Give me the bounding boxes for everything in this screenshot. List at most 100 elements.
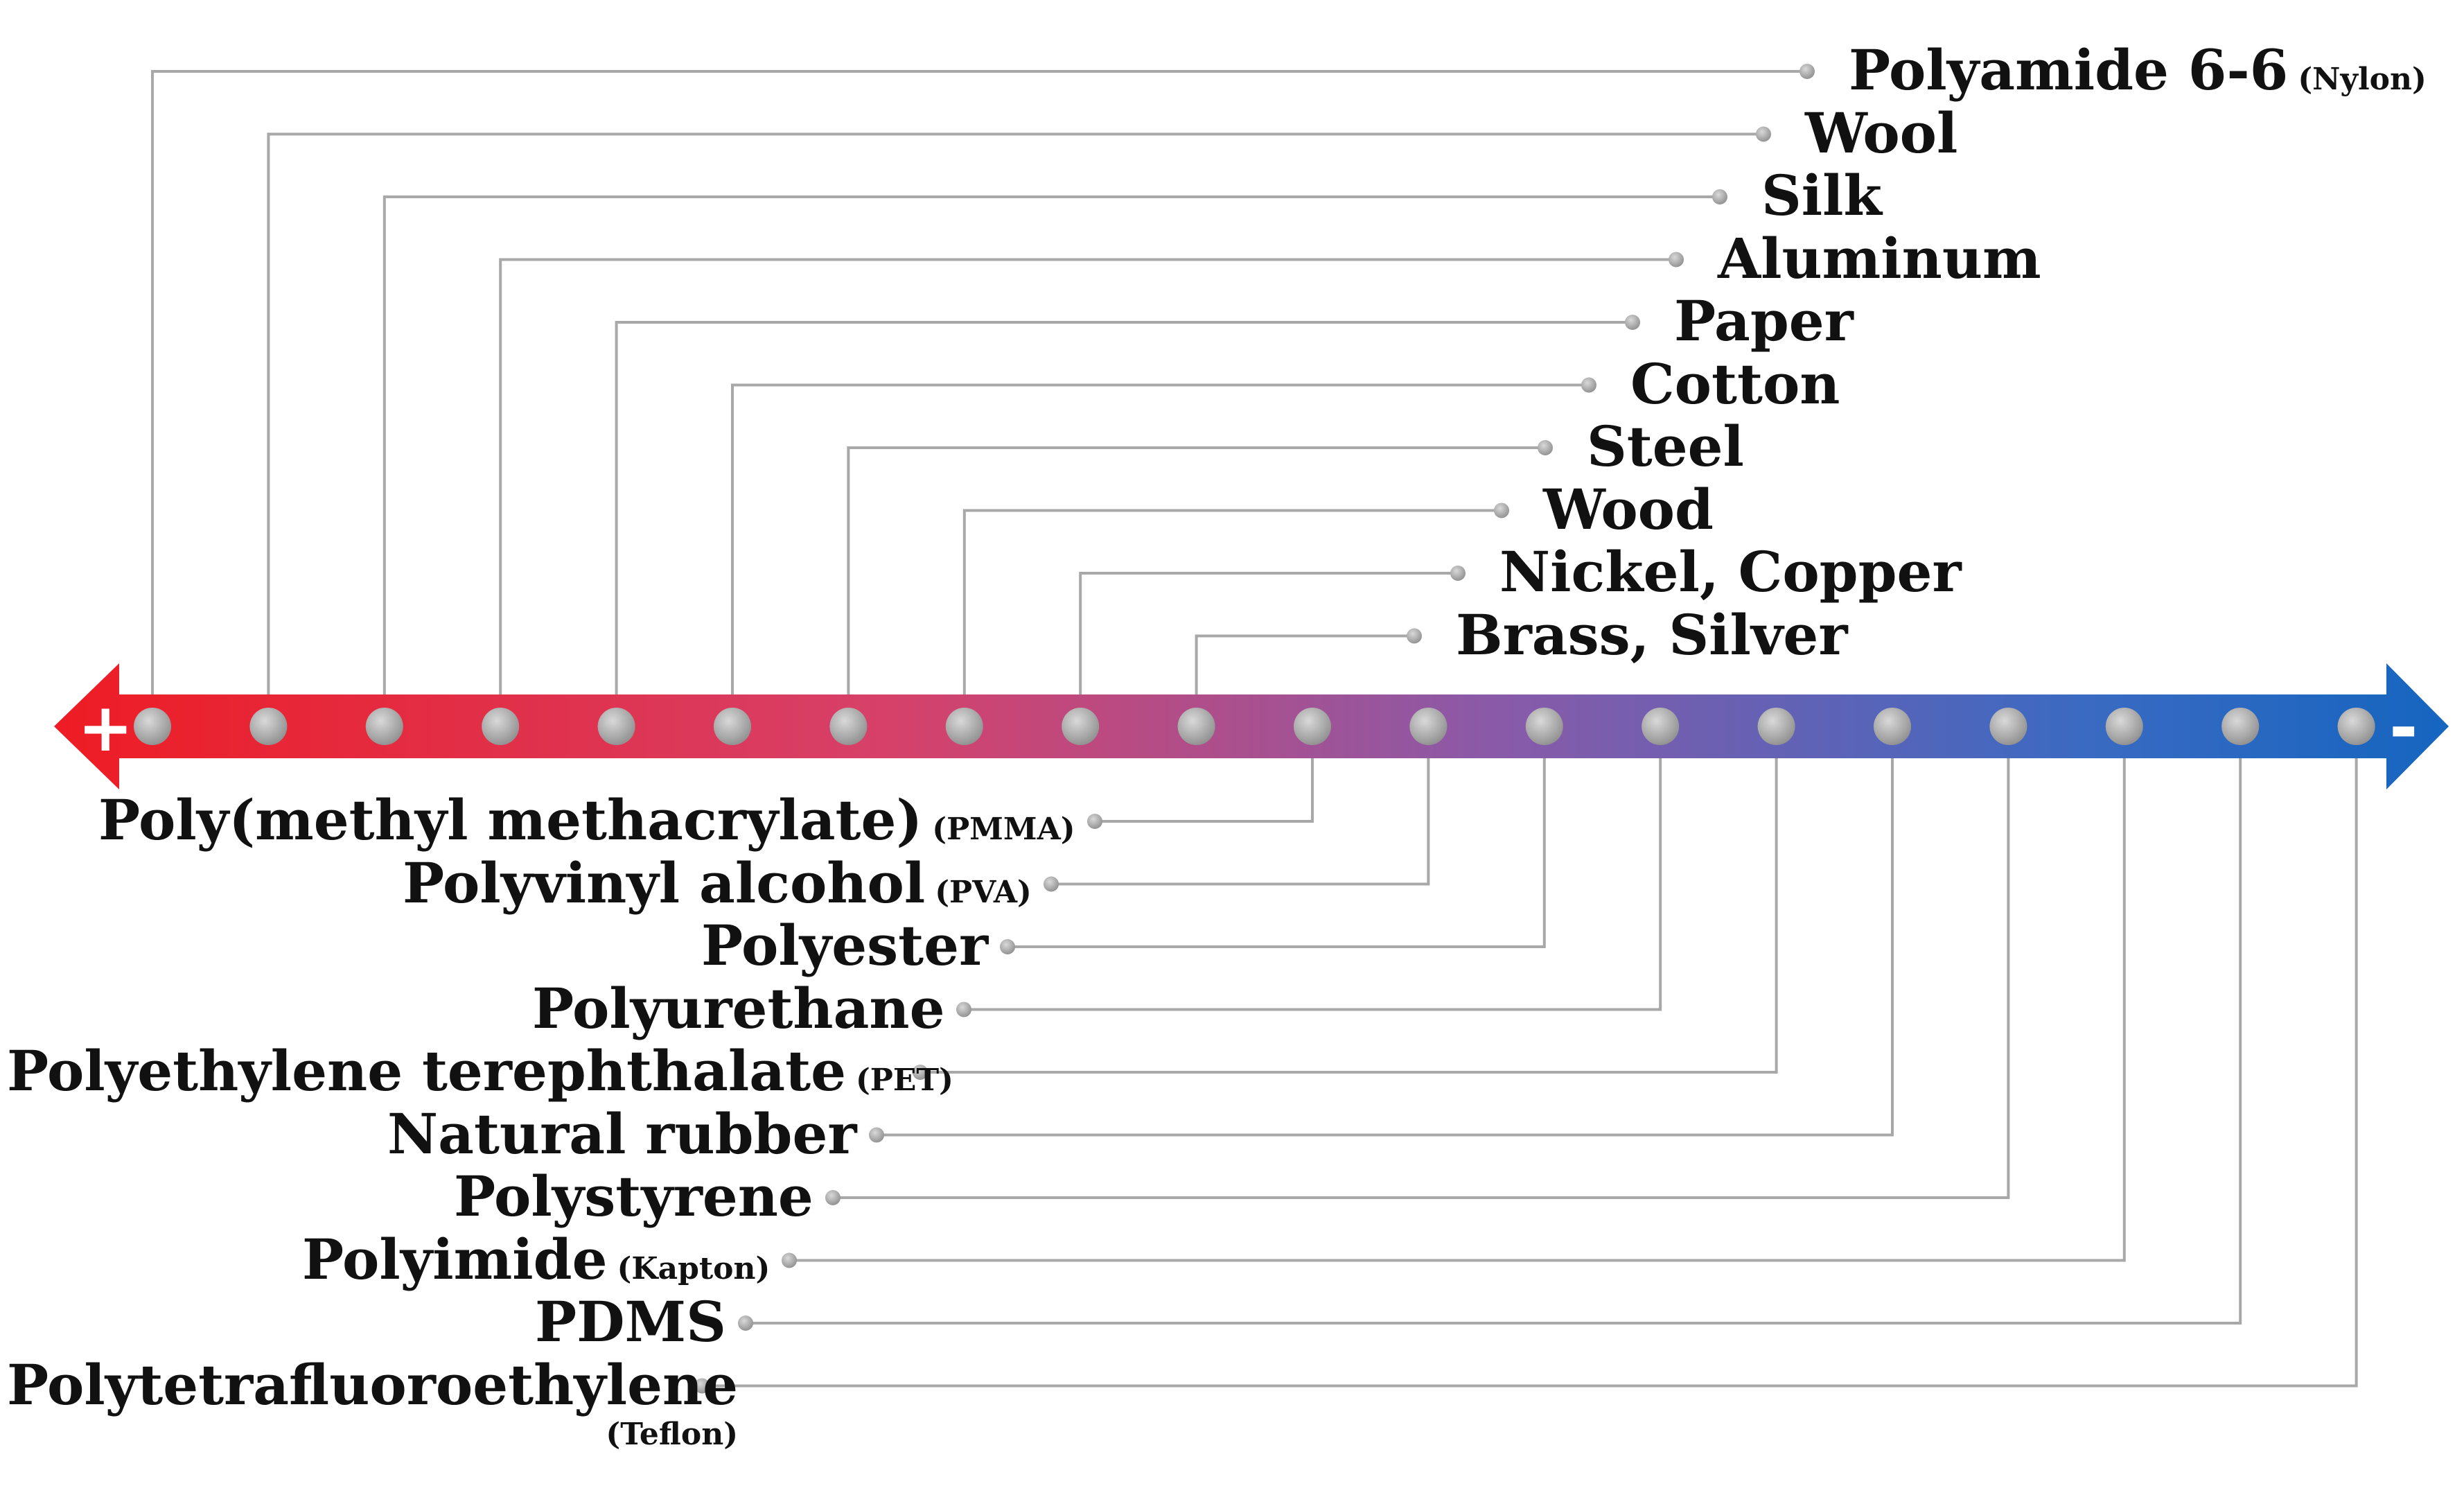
material-name: PDMS bbox=[535, 1289, 726, 1354]
material-abbreviation: (PMMA) bbox=[932, 812, 1075, 847]
axis-marker-dot bbox=[945, 708, 983, 745]
material-label: Wood bbox=[1543, 482, 1714, 537]
material-name: Silk bbox=[1761, 163, 1882, 228]
material-label: Polytetrafluoroethylene(Teflon) bbox=[7, 1357, 738, 1450]
axis-marker-dot bbox=[1989, 708, 2027, 745]
material-label: Nickel, Copper bbox=[1499, 544, 1962, 600]
label-end-dot bbox=[1625, 315, 1640, 330]
material-abbreviation: (Nylon) bbox=[2298, 62, 2427, 97]
material-label: Aluminum bbox=[1718, 231, 2041, 286]
label-end-dot bbox=[694, 1378, 710, 1394]
material-label: PDMS bbox=[535, 1294, 726, 1349]
connector-line bbox=[382, 195, 1720, 726]
material-label: Polyamide 6-6(Nylon) bbox=[1849, 42, 2427, 98]
axis-marker-dot bbox=[1525, 708, 1563, 745]
material-label: Brass, Silver bbox=[1456, 607, 1847, 663]
axis-marker-dot bbox=[249, 708, 288, 745]
material-label: Steel bbox=[1587, 419, 1744, 474]
material-name: Polytetrafluoroethylene bbox=[7, 1352, 739, 1417]
label-end-markers bbox=[694, 64, 1815, 1394]
material-label: Polyimide(Kapton) bbox=[302, 1232, 770, 1287]
material-name: Aluminum bbox=[1718, 225, 2041, 291]
material-name: Polystyrene bbox=[454, 1164, 813, 1229]
label-end-dot bbox=[869, 1127, 884, 1143]
label-end-dot bbox=[1581, 377, 1596, 393]
label-end-dot bbox=[1669, 252, 1684, 268]
material-name: Polyester bbox=[701, 913, 989, 978]
axis-markers bbox=[134, 708, 2375, 745]
label-end-dot bbox=[1044, 876, 1059, 892]
material-label: Cotton bbox=[1630, 356, 1840, 412]
material-name: Poly(methyl methacrylate) bbox=[98, 787, 923, 853]
connector-line bbox=[615, 321, 1633, 726]
connector-line bbox=[962, 509, 1502, 726]
label-end-dot bbox=[1450, 566, 1466, 581]
material-name: Steel bbox=[1587, 414, 1744, 479]
material-name: Nickel, Copper bbox=[1499, 539, 1962, 604]
label-end-dot bbox=[1087, 814, 1102, 829]
connector-lines bbox=[151, 70, 2358, 1388]
label-end-dot bbox=[1494, 502, 1509, 518]
material-name: Polyurethane bbox=[532, 975, 945, 1041]
material-name: Polyvinyl alcohol bbox=[403, 850, 926, 916]
axis-marker-dot bbox=[2337, 708, 2375, 745]
material-name: Brass, Silver bbox=[1456, 602, 1848, 667]
axis-marker-dot bbox=[134, 708, 171, 745]
material-name: Wood bbox=[1543, 476, 1714, 542]
label-end-dot bbox=[1407, 628, 1422, 644]
connector-line bbox=[1007, 726, 1546, 948]
connector-line bbox=[267, 132, 1763, 726]
material-label: Wool bbox=[1805, 105, 1957, 161]
axis-marker-dot bbox=[714, 708, 751, 745]
material-name: Wool bbox=[1805, 100, 1958, 166]
connector-line bbox=[499, 258, 1676, 726]
connector-line bbox=[702, 726, 2358, 1388]
material-label: Polyethylene terephthalate(PET) bbox=[7, 1043, 953, 1099]
label-end-dot bbox=[1756, 126, 1771, 142]
material-label: Polyester bbox=[701, 918, 988, 973]
label-end-dot bbox=[782, 1252, 797, 1268]
material-label: Paper bbox=[1674, 293, 1854, 349]
label-end-dot bbox=[1712, 189, 1727, 204]
label-end-dot bbox=[825, 1190, 841, 1205]
connector-line bbox=[964, 726, 1662, 1011]
label-end-dot bbox=[913, 1065, 928, 1080]
material-label: Polystyrene bbox=[454, 1169, 813, 1224]
material-abbreviation: (Teflon) bbox=[606, 1416, 739, 1452]
connector-line bbox=[151, 70, 1807, 726]
axis-marker-dot bbox=[1757, 708, 1795, 745]
axis-marker-dot bbox=[597, 708, 635, 745]
connector-line bbox=[1051, 726, 1430, 886]
axis-marker-dot bbox=[1177, 708, 1215, 745]
axis-marker-dot bbox=[365, 708, 403, 745]
label-end-dot bbox=[1538, 440, 1553, 455]
connector-line bbox=[746, 726, 2242, 1325]
material-abbreviation: (PET) bbox=[855, 1063, 953, 1098]
material-name: Cotton bbox=[1630, 351, 1840, 417]
label-end-dot bbox=[738, 1315, 753, 1331]
material-label: Polyvinyl alcohol(PVA) bbox=[403, 855, 1032, 911]
material-abbreviation: (PVA) bbox=[935, 874, 1032, 910]
connector-line bbox=[847, 446, 1545, 726]
axis-marker-dot bbox=[1874, 708, 1911, 745]
material-name: Natural rubber bbox=[387, 1101, 857, 1166]
axis-marker-dot bbox=[1409, 708, 1447, 745]
material-abbreviation: (Kapton) bbox=[617, 1250, 771, 1286]
material-label: Silk bbox=[1761, 168, 1882, 223]
material-name: Polyimide bbox=[302, 1226, 608, 1292]
material-name: Paper bbox=[1674, 288, 1854, 353]
connector-line bbox=[789, 726, 2126, 1262]
material-name: Polyethylene terephthalate bbox=[7, 1038, 846, 1103]
label-end-dot bbox=[1000, 939, 1015, 954]
connector-line bbox=[920, 726, 1778, 1074]
axis-marker-dot bbox=[482, 708, 520, 745]
axis-marker-dot bbox=[2105, 708, 2143, 745]
axis-marker-dot bbox=[1062, 708, 1100, 745]
connector-line bbox=[1079, 572, 1458, 726]
axis-marker-dot bbox=[1642, 708, 1680, 745]
label-end-dot bbox=[956, 1002, 971, 1017]
connector-line bbox=[833, 726, 2010, 1199]
positive-sign: + bbox=[78, 689, 134, 767]
